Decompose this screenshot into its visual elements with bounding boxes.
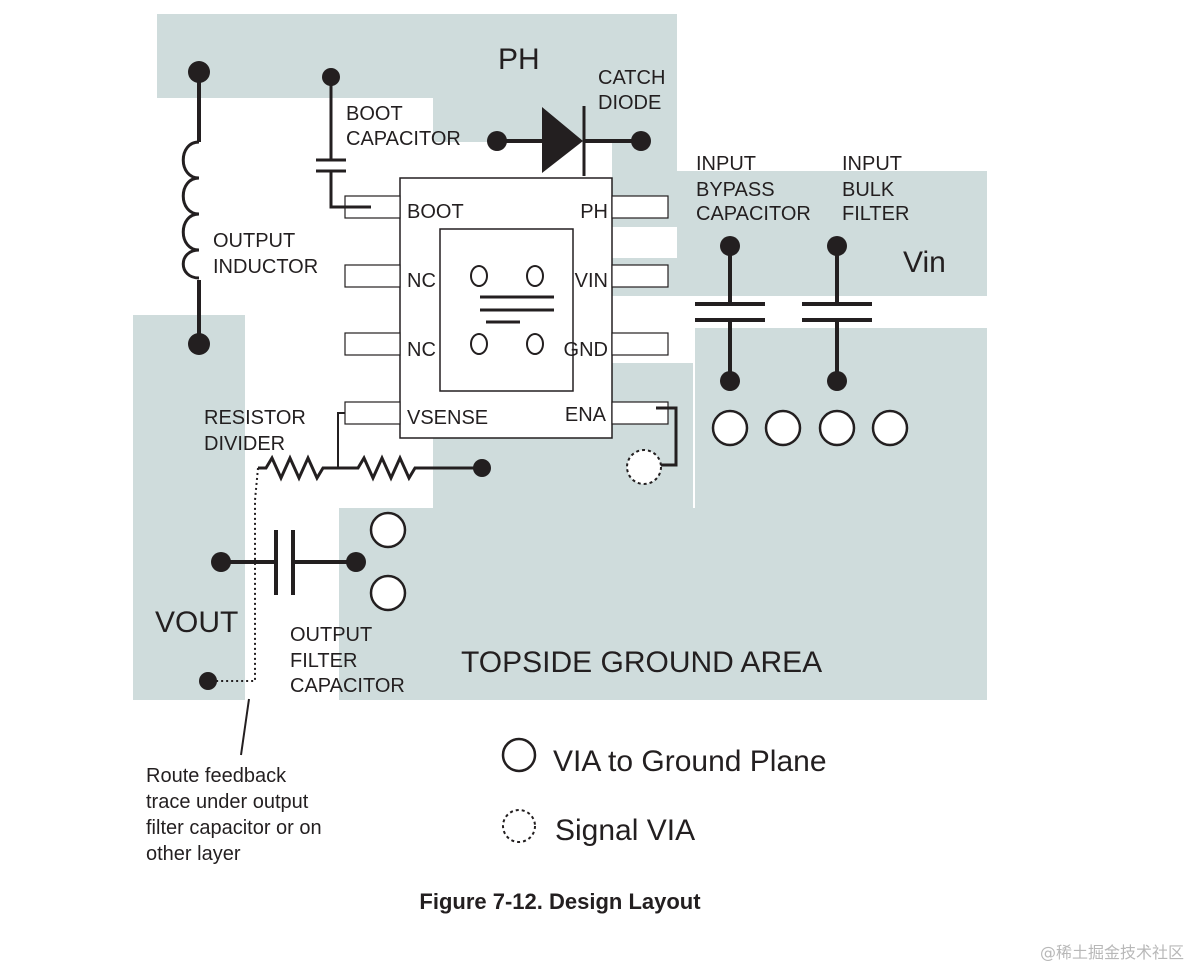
via-icon [470, 265, 488, 287]
input-bulk-label-1: INPUT [842, 153, 902, 175]
output-ground-vias [369, 511, 407, 612]
legend-signal-via-label: Signal VIA [555, 814, 695, 847]
route-note-line-4: other layer [146, 843, 241, 865]
vin-area-label: Vin [903, 246, 946, 279]
via-icon [764, 409, 802, 447]
ic-body [399, 177, 613, 439]
output-filter-capacitor-symbol [211, 530, 366, 595]
input-bulk-label-2: BULK [842, 179, 895, 201]
input-bulk-capacitor-symbol [802, 236, 872, 391]
output-inductor-symbol [181, 61, 210, 355]
via-icon [871, 409, 909, 447]
feedback-pad [199, 672, 217, 690]
input-bypass-label-2: BYPASS [696, 179, 775, 201]
pin-label-vin: VIN [575, 270, 608, 292]
pin-tab-vin [611, 264, 669, 288]
catch-diode-symbol [487, 106, 651, 176]
output-filter-label-3: CAPACITOR [290, 675, 405, 697]
pin-label-ena: ENA [565, 404, 607, 426]
boot-capacitor-label-1: BOOT [346, 103, 403, 125]
watermark: @稀土掘金技术社区 [1040, 943, 1184, 962]
catch-diode-label-1: CATCH [598, 67, 665, 89]
route-note-line-2: trace under output [146, 791, 309, 813]
output-filter-label-2: FILTER [290, 650, 357, 672]
feedback-trace [210, 467, 259, 682]
ground-via-legend-icon [501, 737, 537, 773]
via-icon [369, 511, 407, 549]
via-icon [526, 265, 544, 287]
pin-label-gnd: GND [564, 339, 608, 361]
pin-tab-nc1 [344, 264, 401, 288]
resistor-divider-symbol [258, 412, 491, 482]
vin-copper-area [600, 171, 987, 296]
output-inductor-label-1: OUTPUT [213, 230, 295, 252]
boot-capacitor-symbol [316, 68, 371, 209]
ph-area-label: PH [498, 43, 540, 76]
boot-capacitor-label-2: CAPACITOR [346, 128, 461, 150]
via-icon [369, 574, 407, 612]
figure-caption: Figure 7-12. Design Layout [419, 889, 701, 914]
via-icon [818, 409, 856, 447]
catch-diode-label-2: DIODE [598, 92, 661, 114]
output-filter-label-1: OUTPUT [290, 624, 372, 646]
note-leader-line [240, 698, 250, 756]
legend: VIA to Ground Plane Signal VIA [501, 737, 827, 847]
via-icon [711, 409, 749, 447]
input-bulk-label-3: FILTER [842, 203, 909, 225]
ena-trace [626, 406, 678, 485]
pin-tab-gnd [611, 332, 669, 356]
via-icon [526, 333, 544, 355]
pin-label-vsense: VSENSE [407, 407, 488, 429]
pin-tab-nc2 [344, 332, 401, 356]
input-bypass-label-3: CAPACITOR [696, 203, 811, 225]
legend-ground-via-label: VIA to Ground Plane [553, 745, 827, 778]
ic-thermal-pad [439, 228, 574, 392]
input-bypass-capacitor-symbol [695, 236, 765, 391]
pin-tab-ph [611, 195, 669, 219]
ground-symbol-icon [480, 295, 554, 324]
route-note-line-1: Route feedback [146, 765, 287, 787]
thermal-pad-vias [470, 265, 544, 355]
signal-via-legend-icon [502, 809, 536, 843]
pin-tab-ena [611, 401, 669, 425]
ph-copper-area [157, 14, 677, 227]
pin-label-boot: BOOT [407, 201, 464, 223]
pin-label-ph: PH [580, 201, 608, 223]
pin-tab-vsense [344, 401, 401, 425]
resistor-divider-label-2: DIVIDER [204, 433, 285, 455]
vout-copper-area [133, 315, 245, 700]
ground-area-label: TOPSIDE GROUND AREA [461, 646, 822, 679]
output-inductor-label-2: INDUCTOR [213, 256, 318, 278]
signal-via-icon [626, 449, 662, 485]
resistor-divider-label-1: RESISTOR [204, 407, 306, 429]
ground-vias-row [711, 409, 909, 447]
pin-label-nc2: NC [407, 339, 436, 361]
input-bypass-label-1: INPUT [696, 153, 756, 175]
route-note-line-3: filter capacitor or on [146, 817, 322, 839]
pin-label-nc1: NC [407, 270, 436, 292]
vout-area-label: VOUT [155, 606, 238, 639]
via-icon [470, 333, 488, 355]
ic-package: BOOT NC NC VSENSE PH VIN GND ENA [344, 177, 669, 439]
